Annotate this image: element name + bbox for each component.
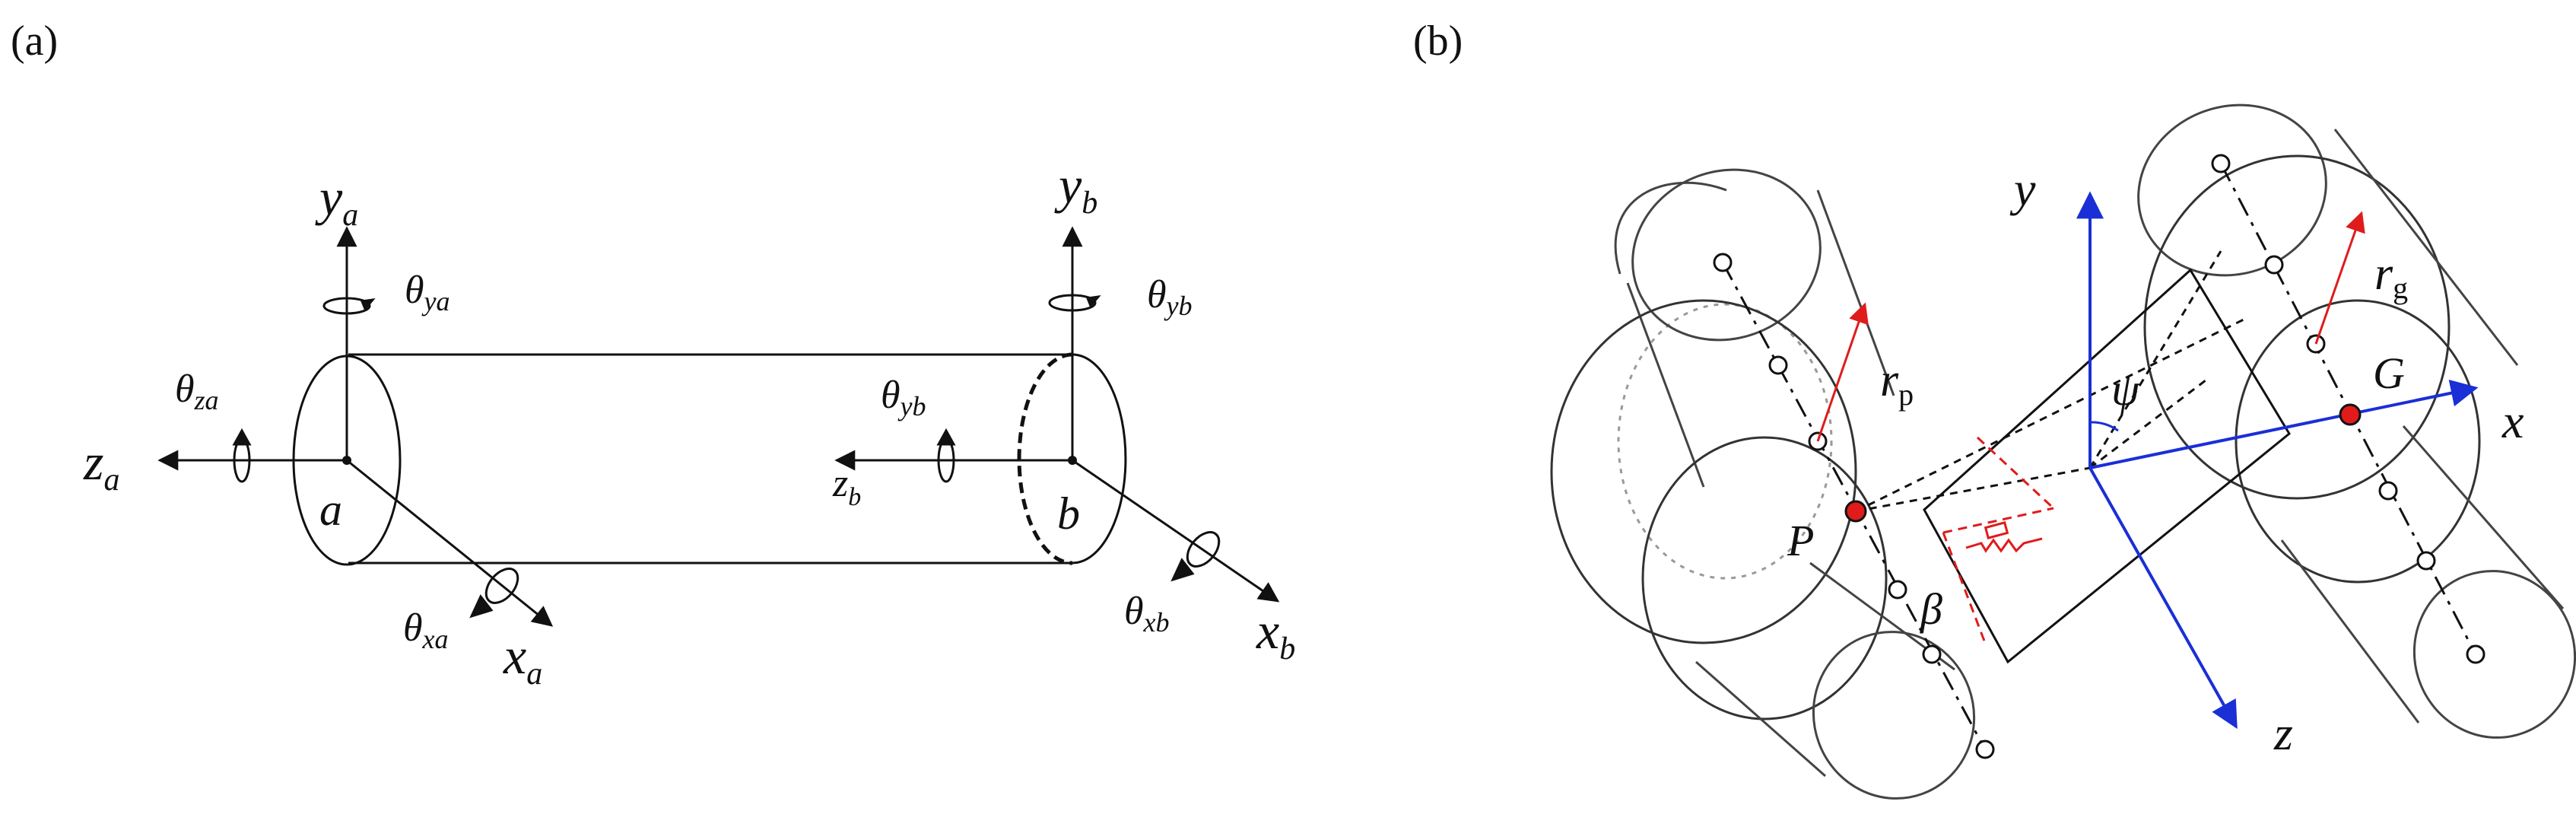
node-a-x-axis: [346, 459, 554, 627]
node-a-y-label: ya: [315, 168, 358, 233]
node-a-rot-z-icon: [232, 428, 252, 483]
axis-z-label: z: [2273, 706, 2293, 760]
node-b-label: b: [1057, 488, 1080, 539]
node-a-rot-z-label: θza: [175, 367, 219, 415]
pinion-center-label: P: [1787, 516, 1814, 565]
beta-label: β: [1920, 584, 1942, 634]
pinion-body: [1550, 168, 1976, 800]
node-a-z-label: za: [83, 433, 119, 498]
gear-center-point: [2339, 403, 2362, 426]
node-b-rot-y-inner-label: θyb: [881, 374, 926, 421]
node-b-z-label: zb: [832, 462, 861, 511]
pinion-center-point: [1844, 500, 1867, 523]
node-b-x-label: xb: [1256, 602, 1295, 666]
mesh-plane: [1855, 250, 2291, 664]
gear-center-label: G: [2373, 348, 2405, 398]
gear-body: [2137, 103, 2576, 739]
node-a-rot-x-icon: [469, 568, 519, 619]
gear-radius-arrow: [2314, 211, 2365, 345]
panel-b: (b): [1413, 17, 2576, 800]
axis-x-arrow: [2089, 379, 2479, 469]
node-b-rot-y-inner-icon: [936, 428, 956, 483]
panel-a-tag: (a): [11, 17, 58, 65]
psi-arc: [2089, 421, 2119, 432]
node-b-x-axis: [1072, 459, 1280, 603]
node-b-rot-x-icon: [1170, 531, 1221, 582]
node-b-frame: yb zb xb θyb θyb θxb b: [832, 156, 1295, 666]
axis-z-arrow: [2088, 467, 2238, 730]
node-a-rot-x-label: θxa: [403, 606, 449, 654]
node-b-rot-y-label: θyb: [1147, 273, 1193, 321]
pinion-radius-label: rp: [1880, 355, 1914, 412]
mesh-coordinate-axes: [2076, 191, 2479, 730]
node-a-frame: ya za xa θya θza θxa a: [83, 168, 554, 692]
node-a-rot-y-icon: [322, 297, 376, 315]
axis-x-label: x: [2501, 394, 2524, 448]
node-b-rot-y-icon: [1048, 294, 1101, 312]
axis-y-label: y: [2009, 162, 2036, 216]
mesh-spring-damper: [1942, 436, 2055, 644]
node-a-x-label: xa: [503, 627, 542, 692]
gear-radius-label: rg: [2374, 248, 2408, 305]
node-a-label: a: [319, 485, 342, 535]
pinion-radius-arrow: [1816, 302, 1869, 442]
node-b-rot-x-label: θxb: [1124, 590, 1170, 638]
panel-a: (a): [11, 17, 1295, 692]
psi-label: ψ: [2111, 364, 2141, 415]
node-b-y-label: yb: [1054, 156, 1097, 221]
node-a-rot-y-label: θya: [405, 269, 450, 316]
panel-b-tag: (b): [1413, 17, 1463, 65]
